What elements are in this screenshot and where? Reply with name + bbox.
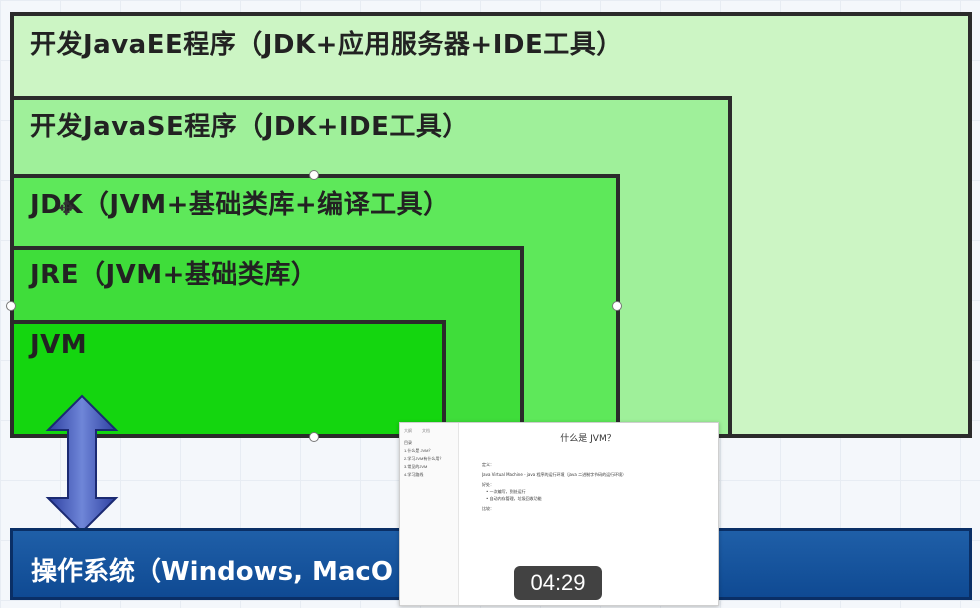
doc-line: Java Virtual Machine - java 程序的运行环境（java…: [482, 472, 627, 477]
jre-layer-label: JRE（JVM+基础类库）: [30, 260, 318, 290]
jvm-layer-label: JVM: [30, 330, 88, 360]
resize-handle-top[interactable]: [309, 170, 319, 180]
jdk-layer-label: JDK（JVM+基础类库+编译工具）: [30, 190, 450, 220]
move-cursor-icon: ✥: [58, 196, 75, 220]
operating-system-label: 操作系统（Windows, MacO: [31, 557, 393, 587]
doc-line: 好处：: [482, 482, 494, 487]
thumbnail-tab[interactable]: 文档: [422, 428, 430, 433]
thumbnail-doc-body: 定义： Java Virtual Machine - java 程序的运行环境（…: [482, 461, 706, 512]
doc-bullet: 一次编写，到处运行: [486, 488, 706, 495]
thumbnail-outline-item[interactable]: 3.常见的JVM: [404, 464, 428, 469]
thumbnail-outline-item[interactable]: 2.学习JVM有什么用？: [404, 456, 444, 461]
thumbnail-doc-title: 什么是 JVM？: [560, 434, 616, 444]
resize-handle-bottom[interactable]: [309, 432, 319, 442]
thumbnail-outline-item[interactable]: 目录: [404, 440, 412, 445]
thumbnail-outline-item[interactable]: 4.学习路线: [404, 472, 424, 477]
doc-line: 比较：: [482, 506, 494, 511]
resize-handle-right[interactable]: [612, 301, 622, 311]
thumbnail-tab[interactable]: 大纲: [404, 428, 412, 433]
thumbnail-sidebar: 大纲 文档 目录 1.什么是 JVM？ 2.学习JVM有什么用？ 3.常见的JV…: [400, 423, 459, 605]
thumbnail-outline-item[interactable]: 1.什么是 JVM？: [404, 448, 433, 453]
doc-bullet: 自动内存管理，垃圾回收功能: [486, 495, 706, 502]
javase-layer-label: 开发JavaSE程序（JDK+IDE工具）: [30, 112, 469, 142]
javaee-layer-label: 开发JavaEE程序（JDK+应用服务器+IDE工具）: [30, 30, 623, 60]
video-timestamp: 04:29: [514, 566, 602, 600]
document-preview-thumbnail[interactable]: 大纲 文档 目录 1.什么是 JVM？ 2.学习JVM有什么用？ 3.常见的JV…: [399, 422, 719, 606]
thumbnail-tabs: 大纲 文档: [400, 423, 458, 439]
doc-line: 定义：: [482, 462, 494, 467]
double-arrow-icon: [45, 394, 119, 534]
resize-handle-left[interactable]: [6, 301, 16, 311]
